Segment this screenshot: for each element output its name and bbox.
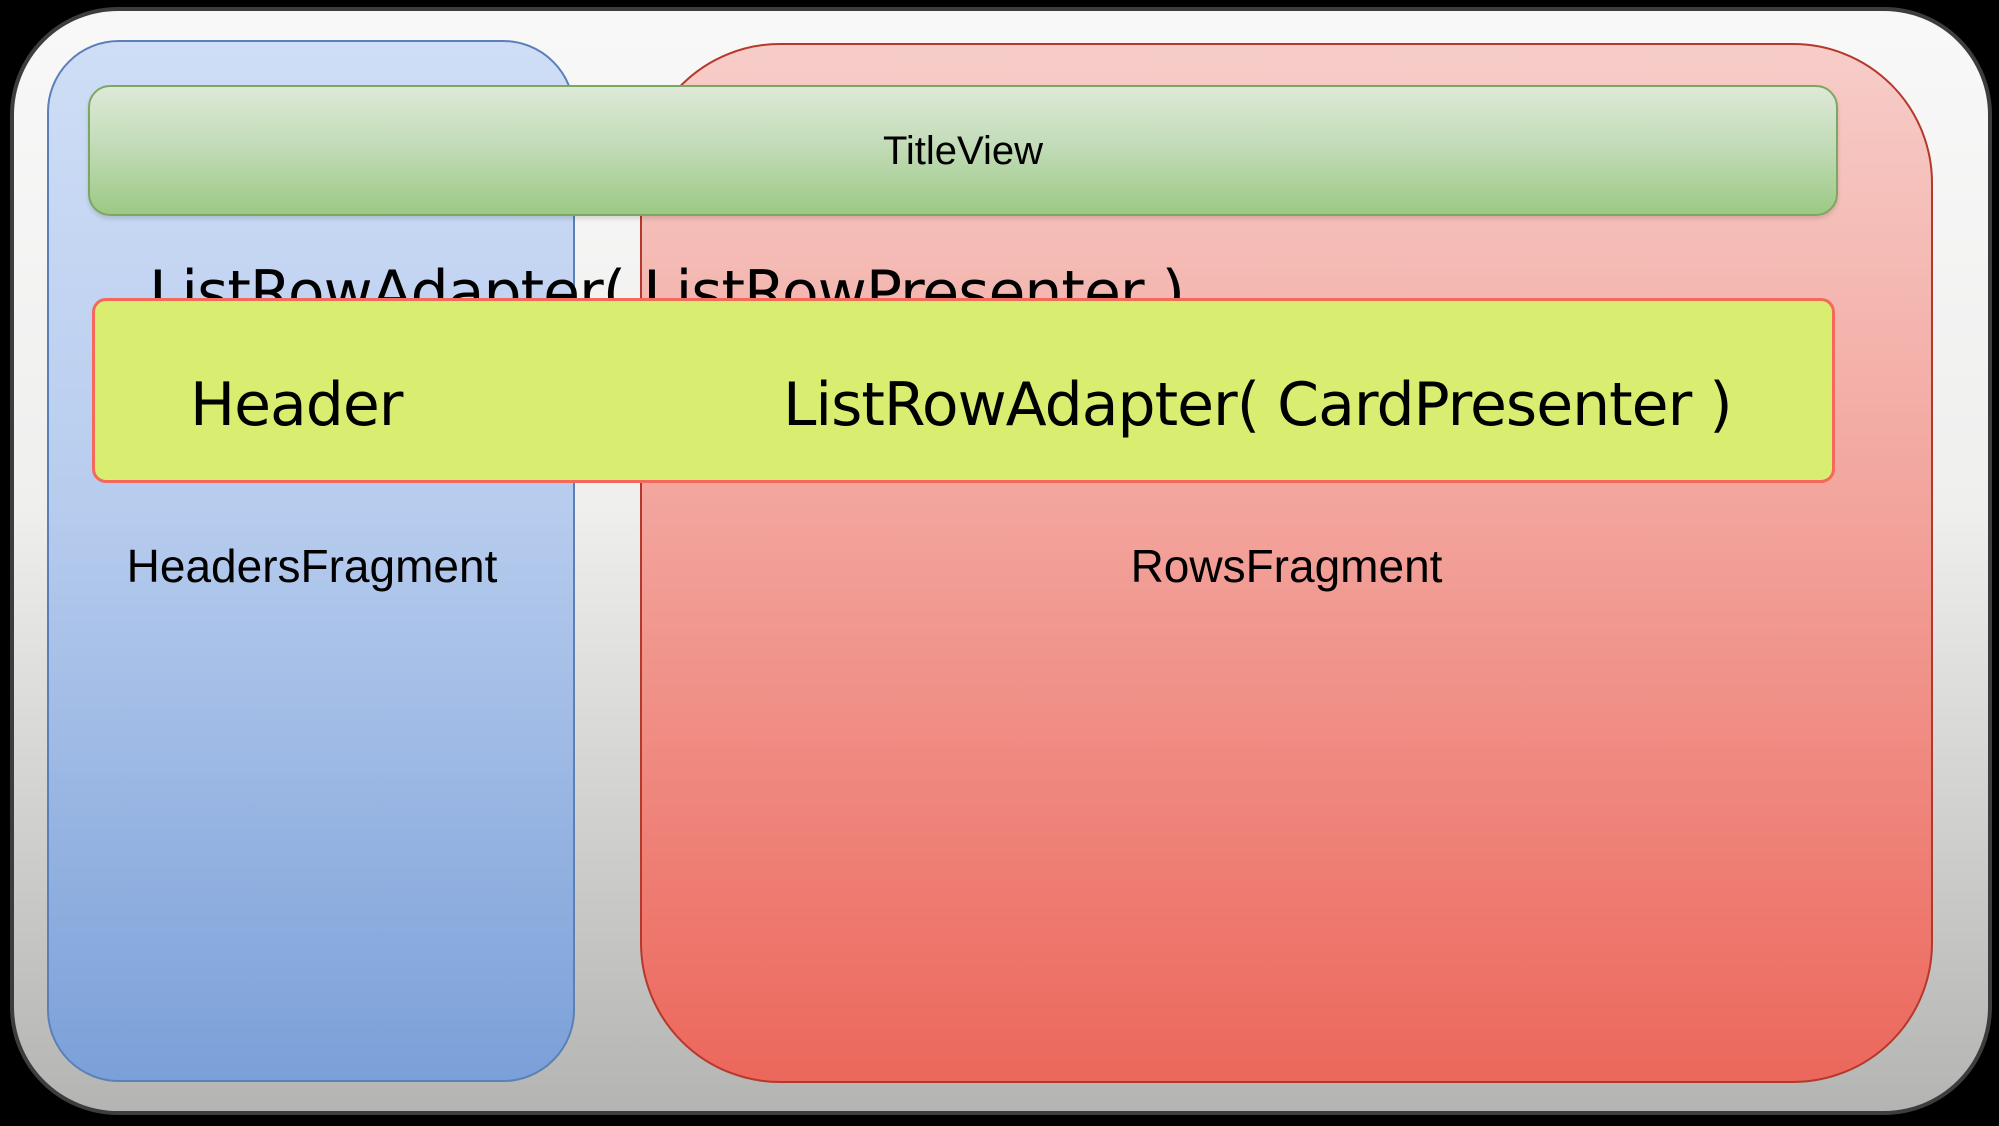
list-row-box [92,298,1835,483]
title-view-label: TitleView [882,128,1044,173]
headers-fragment-label: HeadersFragment [126,540,498,592]
card-presenter-label: ListRowAdapter( CardPresenter ) [783,370,1733,440]
title-view-bar: TitleView [88,85,1838,216]
rows-fragment-box [640,43,1933,1083]
header-label: Header [190,370,403,440]
rows-fragment-label: RowsFragment [1130,540,1443,592]
